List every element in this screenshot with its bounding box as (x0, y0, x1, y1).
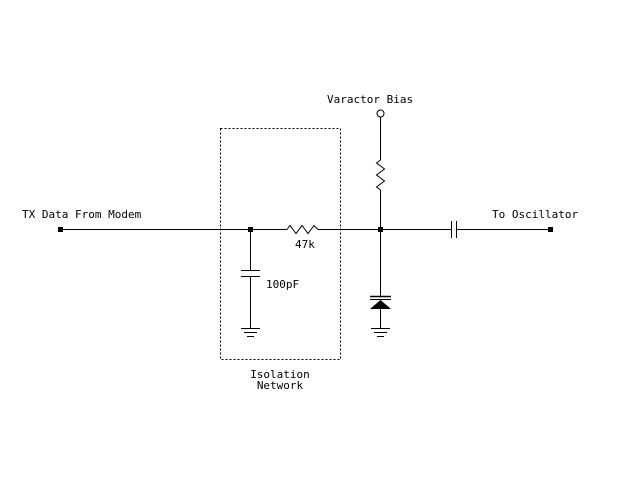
bias-terminal (376, 109, 385, 118)
junction-dot-cap (248, 227, 253, 232)
resistor-47k-symbol (286, 224, 319, 235)
ground-symbol-left (241, 328, 260, 337)
input-label: TX Data From Modem (22, 208, 142, 221)
ground-symbol-right (371, 328, 390, 337)
bias-resistor-symbol (375, 159, 386, 191)
isolation-network-box (220, 128, 341, 360)
bias-label: Varactor Bias (327, 93, 413, 106)
input-terminal (58, 227, 63, 232)
network-label-line1: Isolation (250, 368, 310, 381)
output-label: To Oscillator (492, 208, 578, 221)
resistor-value-label: 47k (295, 238, 315, 251)
network-label-line2: Network (257, 379, 304, 392)
output-terminal (548, 227, 553, 232)
varactor-diode-symbol (370, 295, 391, 309)
capacitor-value-label: 100pF (266, 278, 299, 291)
junction-dot-node (378, 227, 383, 232)
